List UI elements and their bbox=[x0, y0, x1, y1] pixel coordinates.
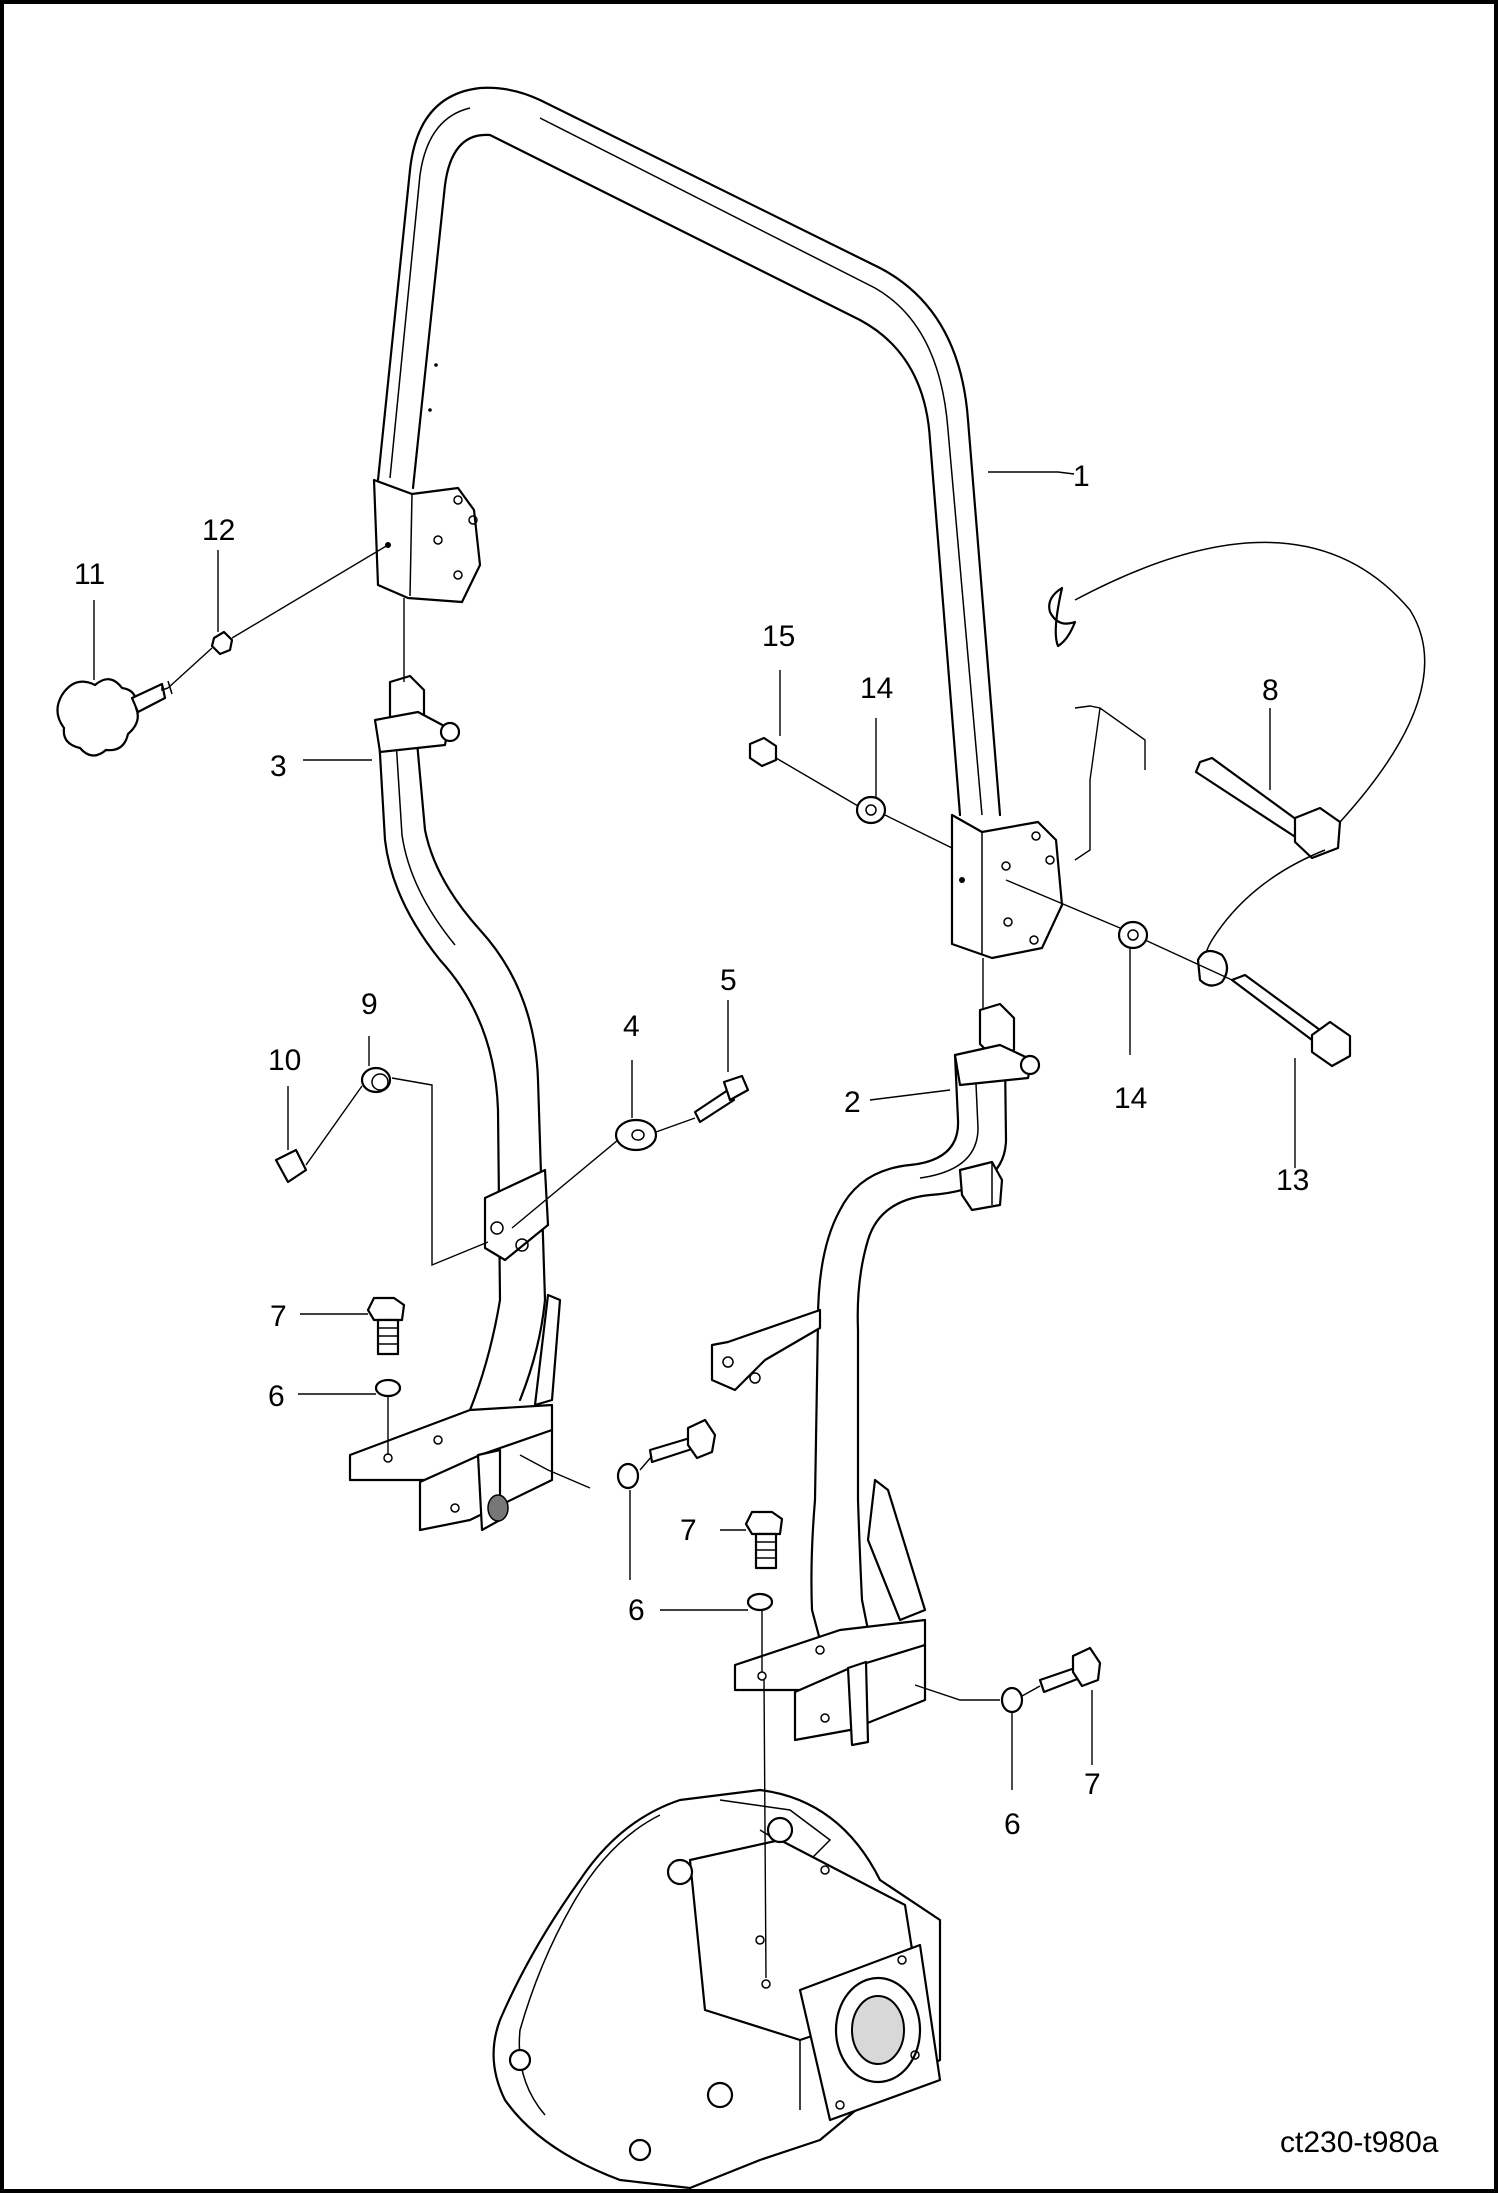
callout-15: 15 bbox=[762, 620, 795, 653]
callout-9: 9 bbox=[361, 988, 378, 1021]
callout-2: 2 bbox=[844, 1086, 861, 1119]
bolt-7-horizontal-left bbox=[648, 1418, 717, 1464]
drawing-code: ct230-t980a bbox=[1280, 2126, 1439, 2159]
washer-14-lower bbox=[1117, 920, 1149, 950]
callout-5: 5 bbox=[720, 964, 737, 997]
left-lower-leg bbox=[348, 674, 562, 1532]
callout-13: 13 bbox=[1276, 1164, 1309, 1197]
lanyard-cable bbox=[1074, 541, 1426, 823]
roll-bar-hoop bbox=[372, 86, 1064, 960]
callout-labels: 1 2 3 4 5 6 6 6 7 7 7 8 9 10 11 12 13 14… bbox=[74, 460, 1309, 1841]
callout-7-middle: 7 bbox=[680, 1514, 697, 1547]
callout-6-right: 6 bbox=[1004, 1808, 1021, 1841]
callout-3: 3 bbox=[270, 750, 287, 783]
bushing-10 bbox=[274, 1148, 308, 1184]
nut-12 bbox=[210, 630, 234, 656]
callout-1: 1 bbox=[1073, 460, 1090, 493]
bolt-13 bbox=[1196, 949, 1352, 1068]
washer-4 bbox=[614, 1118, 658, 1152]
callout-6-left: 6 bbox=[268, 1380, 285, 1413]
washer-14-upper bbox=[855, 795, 887, 825]
lock-washer-6-lower-right bbox=[1000, 1686, 1024, 1714]
lock-washer-6-middle bbox=[746, 1592, 774, 1612]
callout-7-left: 7 bbox=[270, 1300, 287, 1333]
callout-10: 10 bbox=[268, 1044, 301, 1077]
callout-11: 11 bbox=[74, 558, 105, 591]
callout-8: 8 bbox=[1262, 674, 1279, 707]
nut-15 bbox=[748, 736, 778, 768]
screw-5 bbox=[693, 1088, 736, 1124]
callout-12: 12 bbox=[202, 514, 235, 547]
star-knob bbox=[56, 678, 173, 757]
bolt-7-left bbox=[366, 1296, 406, 1356]
callout-6-middle: 6 bbox=[628, 1594, 645, 1627]
transmission-housing bbox=[492, 1788, 942, 2190]
bolt-7-middle bbox=[744, 1510, 784, 1570]
callout-14-upper: 14 bbox=[860, 672, 893, 705]
right-lower-leg bbox=[710, 1002, 1041, 1747]
callout-7-right: 7 bbox=[1084, 1768, 1101, 1801]
callout-4: 4 bbox=[623, 1010, 640, 1043]
lock-washer-6-left bbox=[374, 1378, 402, 1398]
leader-lines bbox=[93, 471, 1296, 1979]
callout-14-lower: 14 bbox=[1114, 1082, 1147, 1115]
bolt-7-horizontal-right bbox=[1038, 1646, 1102, 1694]
lock-washer-6-lower-left bbox=[616, 1462, 640, 1490]
lock-pin bbox=[1194, 756, 1342, 860]
hair-pin-clip bbox=[1048, 586, 1077, 648]
